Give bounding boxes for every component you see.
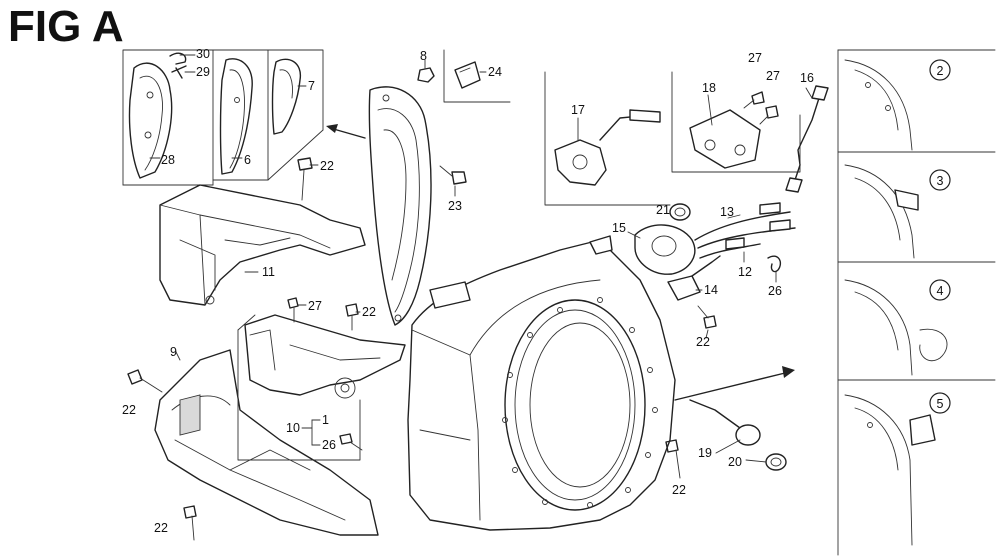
inset-box-28 (122, 49, 214, 186)
part-29-screw (171, 65, 187, 79)
callout-15: 15 (612, 221, 626, 235)
part-11-shroud (159, 184, 366, 306)
detail-markers: 2 3 4 5 (929, 59, 951, 414)
svg-text:2: 2 (937, 64, 944, 78)
part-17-connector (554, 109, 661, 186)
part-23-cover-plate (368, 86, 432, 326)
part-21-grommet (669, 203, 691, 221)
callout-22-b: 22 (362, 305, 376, 319)
callout-27-c: 27 (766, 69, 780, 83)
callout-22-d: 22 (154, 521, 168, 535)
svg-text:5: 5 (937, 397, 944, 411)
callout-22-e: 22 (696, 335, 710, 349)
callout-24: 24 (488, 65, 502, 79)
callout-19: 19 (698, 446, 712, 460)
callout-6: 6 (244, 153, 251, 167)
fan-housing (407, 235, 676, 531)
callout-17: 17 (571, 103, 585, 117)
part-14-capacitor (667, 255, 721, 301)
arrow-left-indicator (326, 124, 366, 139)
part-27-screw-right-b (759, 105, 779, 125)
part-10-bracket (244, 314, 406, 399)
callout-labels: 30 29 28 6 7 8 24 22 23 11 27 22 9 22 10… (122, 47, 814, 535)
callout-18: 18 (702, 81, 716, 95)
callout-30: 30 (196, 47, 210, 61)
callout-10: 10 (286, 421, 300, 435)
callout-11: 11 (262, 265, 275, 279)
detail-marker-3: 3 (929, 169, 951, 191)
inset-box-24 (443, 49, 511, 103)
callout-13: 13 (720, 205, 734, 219)
part-16-lead-wire (785, 85, 829, 193)
callout-22-c: 22 (122, 403, 136, 417)
callout-22-a: 22 (320, 159, 334, 173)
part-6-guide-plate (219, 58, 253, 175)
detail-panels (837, 49, 996, 556)
svg-text:3: 3 (937, 174, 944, 188)
callout-23: 23 (448, 199, 462, 213)
inset-box-10 (237, 314, 361, 461)
part-22-bolt-top (297, 157, 313, 201)
part-22-bolt-lower-right (665, 439, 681, 479)
part-25-clip (767, 255, 782, 273)
svg-text:4: 4 (937, 284, 944, 298)
inset-box-18 (671, 71, 801, 173)
inset-box-7 (267, 49, 324, 181)
detail-marker-4: 4 (929, 279, 951, 301)
part-22-bolt-bottom (183, 505, 197, 541)
callout-12: 12 (738, 265, 752, 279)
part-22-bolt-mid (345, 303, 359, 331)
figure-title: FIG A (8, 2, 124, 51)
callout-27-b: 27 (748, 51, 762, 65)
leader-lines (149, 54, 813, 463)
arrow-right-indicator (674, 366, 795, 401)
callout-14: 14 (704, 283, 718, 297)
part-7-bracket (271, 58, 302, 135)
part-20-clamp-ring (765, 453, 787, 471)
part-9-lower-shroud (154, 349, 379, 536)
detail-marker-2: 2 (929, 59, 951, 81)
callout-16: 16 (800, 71, 814, 85)
callout-26-b: 26 (768, 284, 782, 298)
detail-marker-5: 5 (929, 392, 951, 414)
part-13-wire-harness (694, 202, 796, 249)
callout-8: 8 (420, 49, 427, 63)
callout-27-a: 27 (308, 299, 322, 313)
part-18-ignition-module (689, 109, 761, 169)
part-22-bolt-left (127, 369, 163, 393)
part-27-screw-right-a (743, 91, 765, 109)
part-8-nut (417, 59, 435, 83)
part-23-bolt (439, 165, 467, 185)
part-24-clamp (454, 61, 481, 89)
part-26-screw (339, 433, 363, 451)
callout-21: 21 (656, 203, 670, 217)
inset-box-17 (544, 71, 671, 206)
callout-9: 9 (170, 345, 177, 359)
part-12-wire (699, 237, 761, 259)
part-22-bolt-right (697, 305, 717, 329)
callout-26-a: 26 (322, 438, 336, 452)
part-15-switch (634, 224, 696, 275)
part-19-sensor (689, 399, 761, 446)
callout-7: 7 (308, 79, 315, 93)
callout-28: 28 (161, 153, 175, 167)
callout-29: 29 (196, 65, 210, 79)
callout-1: 1 (322, 413, 329, 427)
inset-box-6 (212, 49, 269, 186)
callout-20: 20 (728, 455, 742, 469)
callout-22-f: 22 (672, 483, 686, 497)
part-27-screw-left (287, 297, 299, 323)
